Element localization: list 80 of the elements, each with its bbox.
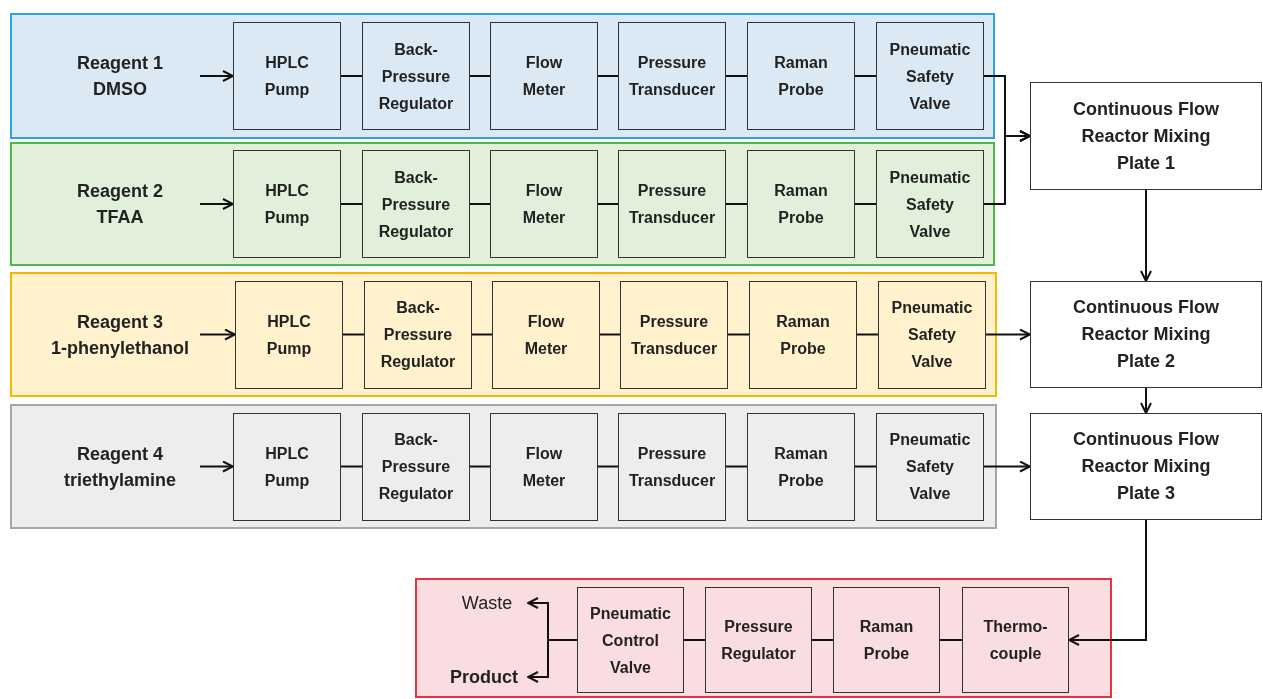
equipment-box: Raman Probe bbox=[747, 412, 855, 521]
connector-line bbox=[471, 333, 493, 336]
arrow bbox=[983, 130, 1031, 205]
connector-line bbox=[725, 203, 748, 205]
reagent-label: Reagent 4 bbox=[77, 442, 163, 466]
equipment-panel bbox=[10, 13, 995, 139]
arrow bbox=[985, 328, 1031, 341]
connector-line bbox=[856, 333, 879, 336]
arrow bbox=[199, 198, 234, 210]
reagent-label: Reagent 1 bbox=[77, 52, 163, 75]
reagent-label: Reagent 3 bbox=[77, 310, 163, 334]
reactor-box: Continuous Flow Reactor Mixing Plate 1 bbox=[1030, 82, 1262, 190]
equipment-panel bbox=[10, 404, 997, 529]
equipment-box: Back-Pressure Regulator bbox=[362, 150, 470, 258]
arrow bbox=[983, 460, 1031, 473]
equipment-panel bbox=[10, 142, 995, 266]
connector-line bbox=[340, 203, 363, 205]
arrow bbox=[199, 460, 234, 473]
equipment-box: Pressure Transducer bbox=[618, 412, 726, 521]
equipment-box: Flow Meter bbox=[490, 22, 598, 130]
equipment-box: Raman Probe bbox=[749, 280, 857, 389]
connector-line bbox=[469, 465, 491, 468]
equipment-box: Thermo-couple bbox=[962, 587, 1069, 693]
equipment-box: Pneumatic Safety Valve bbox=[878, 280, 986, 389]
connector-line bbox=[342, 333, 365, 336]
connector-line bbox=[597, 203, 619, 205]
reactor-box: Continuous Flow Reactor Mixing Plate 2 bbox=[1030, 281, 1262, 388]
reagent-label: Reagent 2 bbox=[77, 180, 163, 203]
equipment-box: Pneumatic Safety Valve bbox=[876, 412, 984, 521]
connector-line bbox=[854, 203, 877, 205]
connector-line bbox=[811, 639, 834, 641]
connector-line bbox=[854, 465, 877, 468]
reagent-label: TFAA bbox=[96, 206, 144, 229]
equipment-panel bbox=[415, 578, 1112, 698]
reagent-label: 1-phenylethanol bbox=[51, 336, 189, 360]
reagent-label: DMSO bbox=[93, 78, 147, 101]
equipment-box: Flow Meter bbox=[492, 280, 600, 389]
connector-line bbox=[597, 465, 619, 468]
equipment-box: Pressure Transducer bbox=[620, 280, 728, 389]
arrow bbox=[1068, 519, 1147, 646]
equipment-box: Back-Pressure Regulator bbox=[362, 412, 470, 521]
outlet-label: Waste bbox=[461, 592, 513, 615]
equipment-box: Back-Pressure Regulator bbox=[362, 22, 470, 130]
arrow bbox=[1140, 387, 1152, 414]
connector-line bbox=[597, 75, 619, 77]
equipment-box: Pressure Transducer bbox=[618, 150, 726, 258]
equipment-box: Flow Meter bbox=[490, 150, 598, 258]
connector-line bbox=[725, 465, 748, 468]
equipment-box: Raman Probe bbox=[747, 22, 855, 130]
equipment-box: Back-Pressure Regulator bbox=[364, 280, 472, 389]
equipment-box: Pressure Regulator bbox=[705, 587, 812, 693]
connector-line bbox=[469, 75, 491, 77]
outlet-label: Product bbox=[450, 666, 518, 689]
equipment-box: HPLC Pump bbox=[235, 280, 343, 389]
equipment-box: Pneumatic Control Valve bbox=[577, 587, 684, 693]
equipment-box: HPLC Pump bbox=[233, 150, 341, 258]
equipment-box: HPLC Pump bbox=[233, 22, 341, 130]
equipment-box: Pneumatic Safety Valve bbox=[876, 150, 984, 258]
reagent-label: triethylamine bbox=[63, 468, 176, 492]
equipment-box: Raman Probe bbox=[747, 150, 855, 258]
equipment-box: Raman Probe bbox=[833, 587, 940, 693]
connector-line bbox=[939, 639, 963, 641]
connector-line bbox=[725, 75, 748, 77]
arrow bbox=[199, 70, 234, 82]
connector-line bbox=[683, 639, 706, 641]
arrow bbox=[199, 328, 236, 341]
connector-line bbox=[340, 75, 363, 77]
connector-line bbox=[340, 465, 363, 468]
equipment-box: HPLC Pump bbox=[233, 412, 341, 521]
reactor-box: Continuous Flow Reactor Mixing Plate 3 bbox=[1030, 413, 1262, 520]
connector-line bbox=[469, 203, 491, 205]
equipment-box: Pneumatic Safety Valve bbox=[876, 22, 984, 130]
connector-line bbox=[727, 333, 750, 336]
arrow bbox=[1140, 189, 1152, 282]
equipment-box: Flow Meter bbox=[490, 412, 598, 521]
connector-line bbox=[599, 333, 621, 336]
equipment-panel bbox=[10, 272, 997, 397]
equipment-box: Pressure Transducer bbox=[618, 22, 726, 130]
arrow bbox=[527, 639, 578, 683]
connector-line bbox=[854, 75, 877, 77]
